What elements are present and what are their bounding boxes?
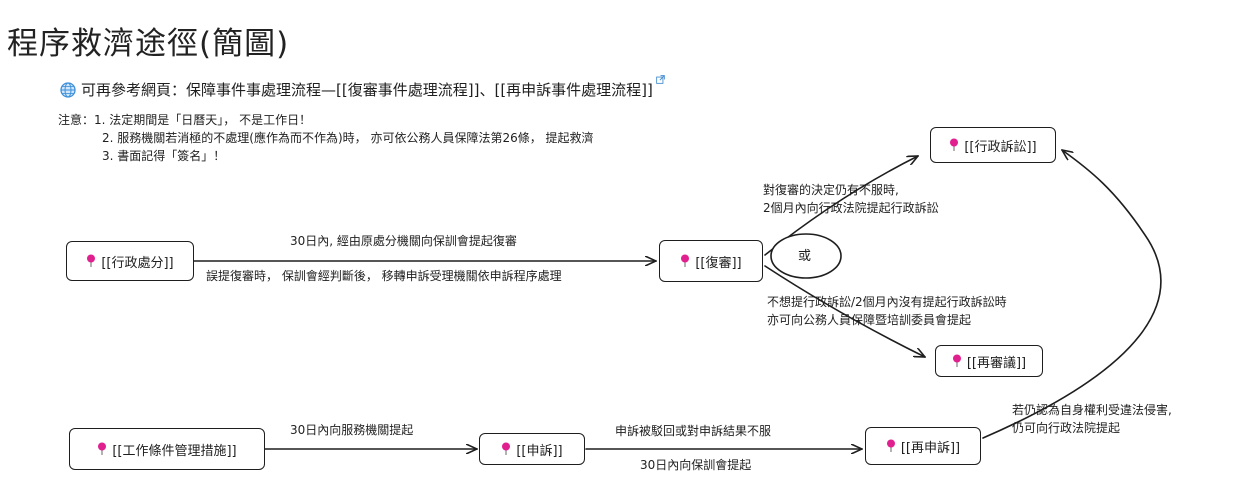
- edge-label-re-review-2: 亦可向公務人員保障暨培訓委員會提起: [767, 313, 972, 327]
- pin-icon: [502, 442, 511, 455]
- edge-label-re-review-1: 不想提行政訴訟/2個月內沒有提起行政訴訟時: [767, 295, 1007, 309]
- pin-icon: [950, 138, 959, 151]
- notes: 注意：1. 法定期間是「日曆天」， 不是工作日！ 2. 服務機關若消極的不處理(…: [58, 111, 594, 165]
- link-review-process[interactable]: [[復審事件處理流程]]: [336, 81, 480, 99]
- node-review[interactable]: [[復審]]: [659, 240, 763, 282]
- reference-prefix: 可再參考網頁：: [81, 81, 187, 99]
- edge-label-final-2: 仍可向行政法院提起: [1012, 421, 1121, 435]
- reference-text: 保障事件事處理流程—: [186, 81, 337, 99]
- node-or: 或: [798, 249, 812, 264]
- pin-icon: [952, 354, 961, 367]
- edge-label-re-complaint-top: 申訴被駁回或對申訴結果不服: [615, 424, 772, 438]
- notes-lead: 注意：: [58, 113, 95, 127]
- page-title: 程序救濟途徑(簡圖): [7, 26, 290, 62]
- link-re-complaint-process[interactable]: [[再申訴事件處理流程]]: [494, 81, 653, 99]
- node-re-complaint[interactable]: [[再申訴]]: [865, 427, 981, 465]
- edge-label-re-complaint-bottom: 30日內向保訓會提起: [640, 458, 752, 472]
- external-link-icon[interactable]: [656, 75, 665, 84]
- edge-label-review-top: 30日內, 經由原處分機關向保訓會提起復審: [290, 234, 517, 248]
- pin-icon: [98, 442, 107, 455]
- edge-label-litigation-1: 對復審的決定仍有不服時,: [763, 183, 899, 197]
- arrow-re-complaint-to-litigation: [982, 150, 1162, 439]
- reference-separator: 、: [479, 81, 495, 99]
- node-re-review[interactable]: [[再審議]]: [935, 345, 1043, 377]
- edge-label-review-bottom: 誤提復審時， 保訓會經判斷後， 移轉申訴受理機關依申訴程序處理: [206, 269, 562, 283]
- node-work-conditions[interactable]: [[工作條件管理措施]]: [69, 428, 265, 470]
- node-admin-disposition[interactable]: [[行政處分]]: [66, 241, 194, 281]
- globe-icon: [60, 81, 76, 98]
- or-node-outline: [770, 233, 842, 279]
- pin-icon: [87, 254, 96, 267]
- reference-line: 可再參考網頁： 保障事件事處理流程— [[復審事件處理流程]] 、 [[再申訴事…: [60, 75, 665, 100]
- edge-label-litigation-2: 2個月內向行政法院提起行政訴訟: [763, 201, 939, 215]
- pin-icon: [886, 439, 895, 452]
- node-admin-litigation[interactable]: [[行政訴訟]]: [930, 127, 1056, 163]
- pin-icon: [681, 254, 690, 267]
- edge-label-complaint: 30日內向服務機關提起: [290, 423, 414, 437]
- note-item-1: 注意：1. 法定期間是「日曆天」， 不是工作日！: [58, 113, 312, 127]
- arrow-review-to-re-review: [764, 265, 925, 357]
- edge-label-final-1: 若仍認為自身權利受違法侵害,: [1012, 403, 1172, 417]
- note-item-3: 3. 書面記得「簽名」！: [102, 149, 226, 163]
- node-complaint[interactable]: [[申訴]]: [479, 433, 585, 465]
- note-item-2: 2. 服務機關若消極的不處理(應作為而不作為)時， 亦可依公務人員保障法第26條…: [102, 131, 594, 145]
